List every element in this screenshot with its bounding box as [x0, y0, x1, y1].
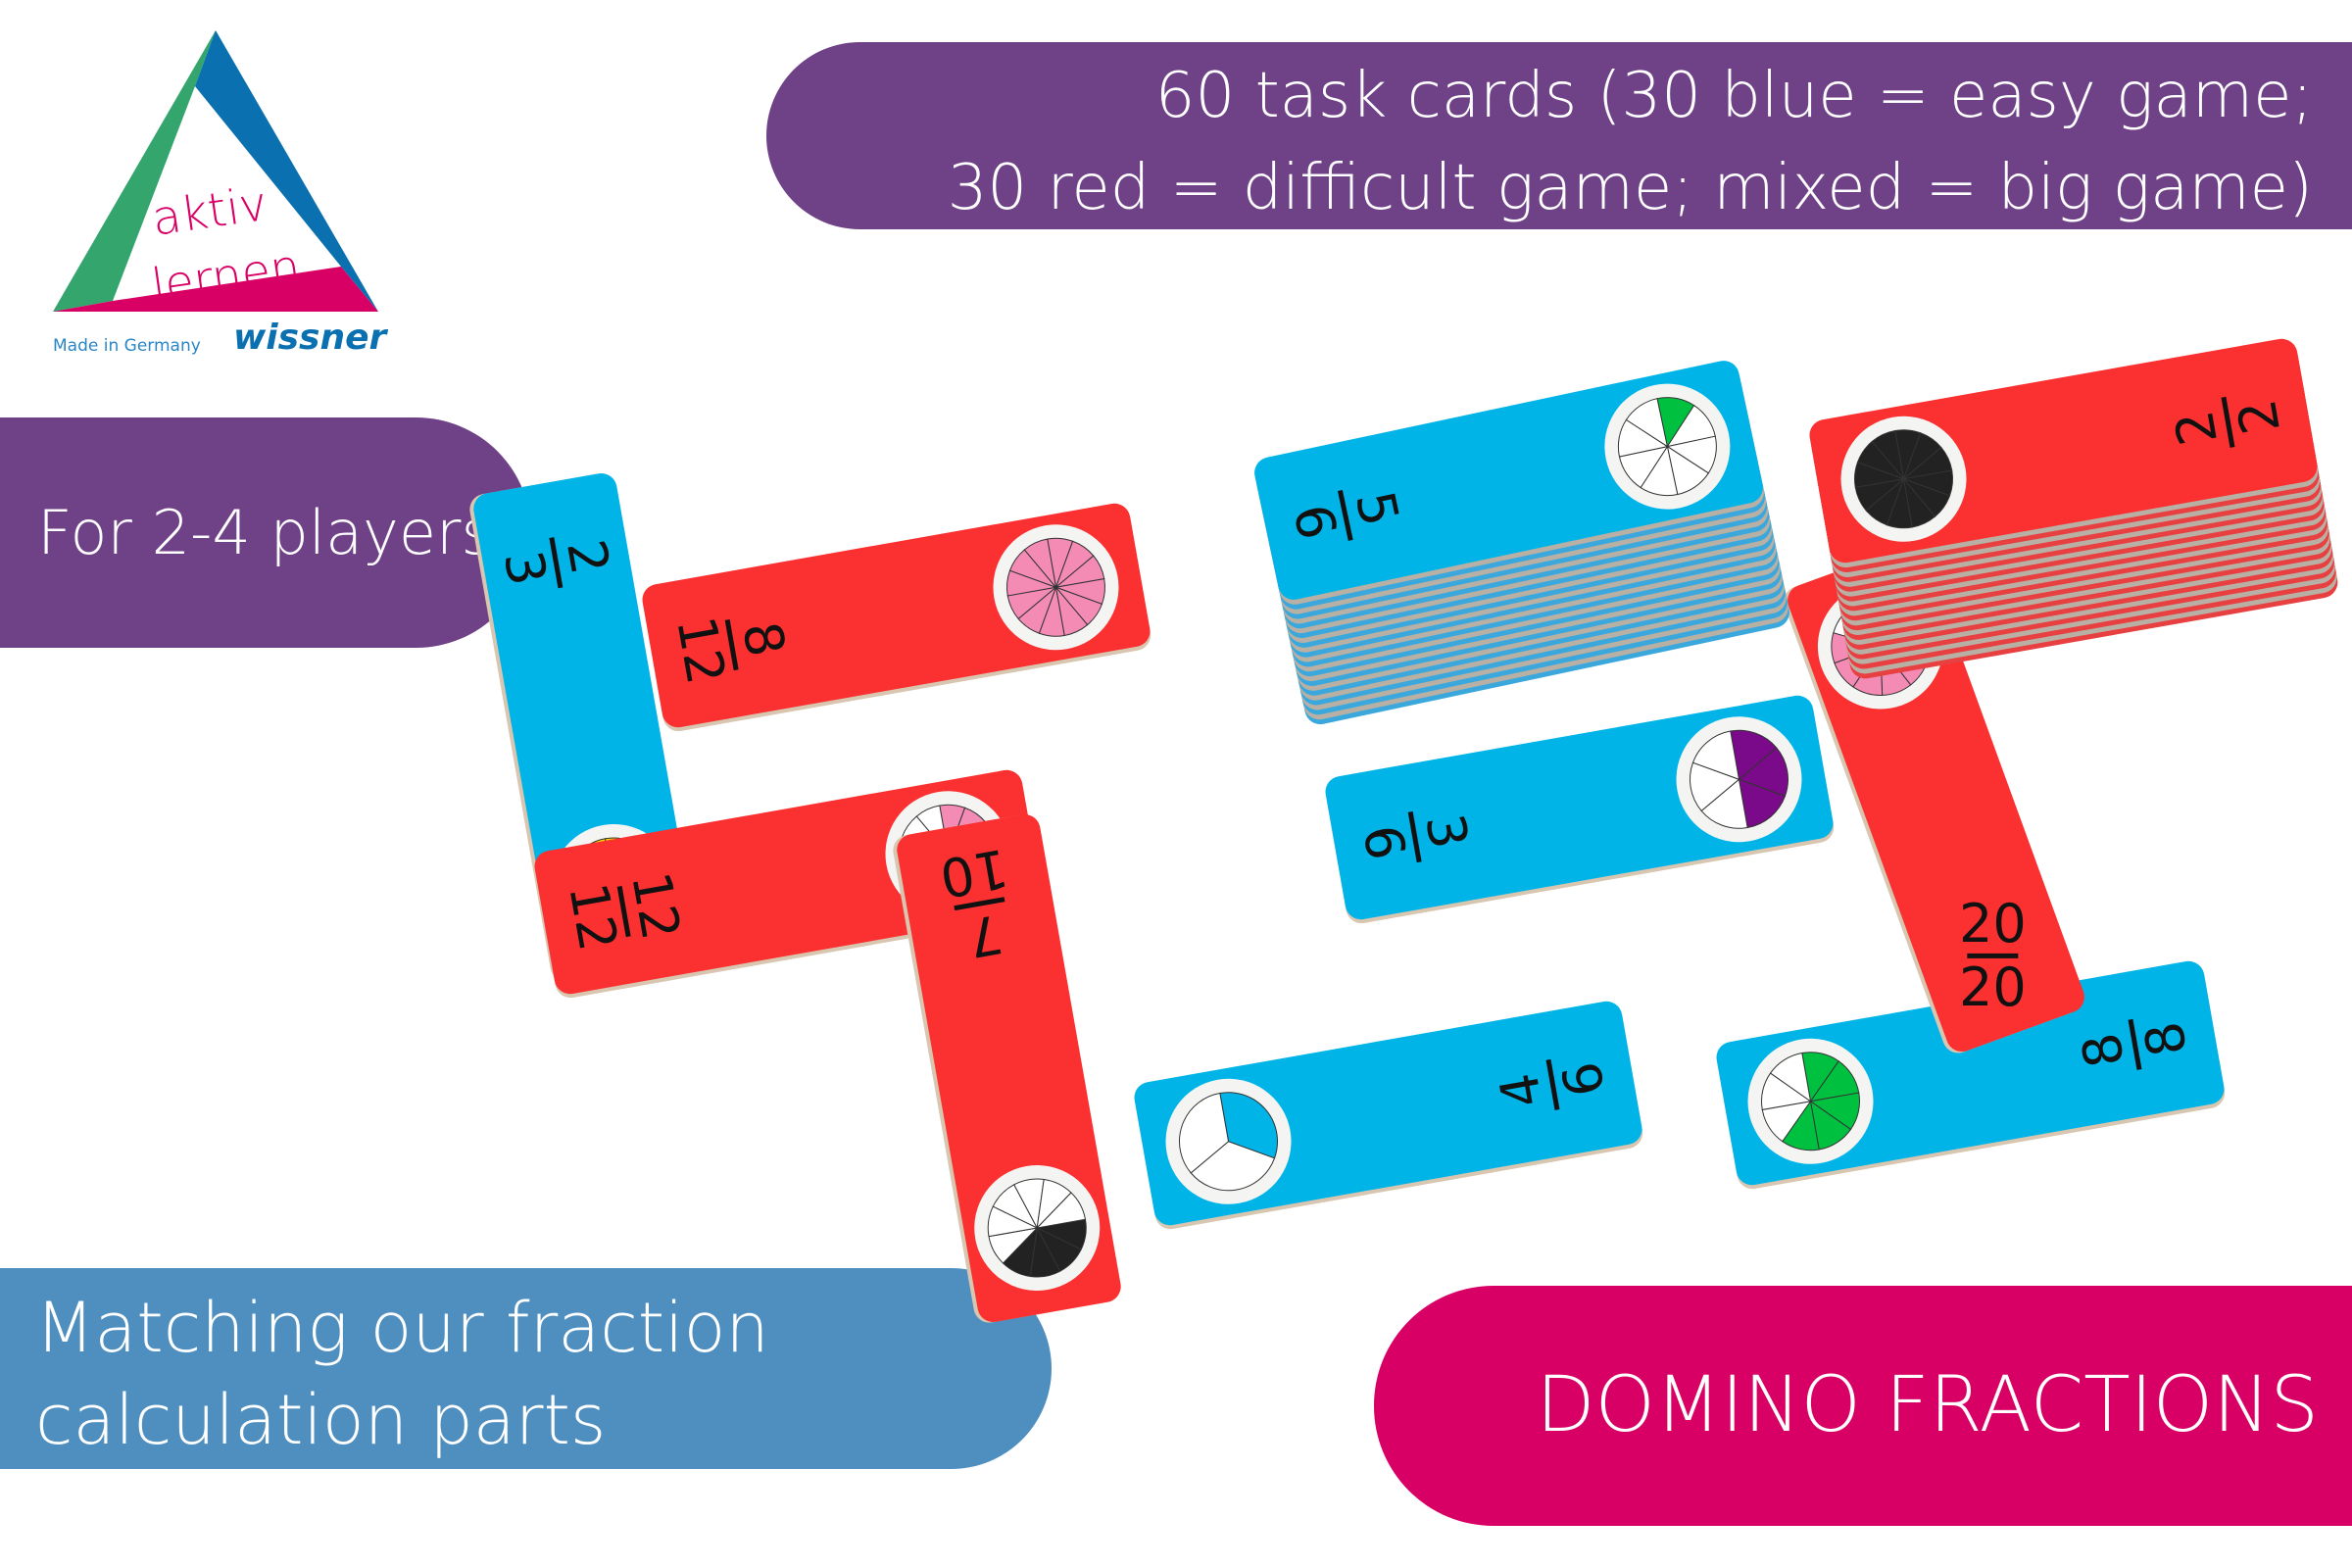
numerator: 5 [1343, 485, 1411, 531]
pie-slice-empty [1769, 1052, 1812, 1102]
numerator: 7 [963, 902, 1008, 969]
numerator: 8 [2069, 1027, 2136, 1072]
pie-slice-filled [1738, 778, 1787, 829]
logo-triangle-icon: aktiv lernen Made in Germany wissner [53, 30, 388, 358]
pie-slice-empty [1879, 605, 1928, 648]
fraction-pie-icon [1817, 583, 1943, 710]
fraction-pie-icon [1676, 716, 1802, 843]
numerator: 2 [2162, 405, 2230, 450]
denominator: 6 [1549, 1056, 1617, 1102]
product-title-banner: DOMINO FRACTIONS [1374, 1286, 2352, 1526]
matching-banner: Matching our fraction calculation parts … [0, 1268, 1052, 1552]
task-cards-banner: 60 task cards (30 blue = easy game; 30 r… [766, 42, 2352, 229]
fraction-pie-icon [993, 524, 1119, 651]
numerator: 2 [555, 534, 622, 579]
fraction-pie-icon [1604, 383, 1731, 510]
denominator: 12 [664, 611, 738, 689]
pie-slice-empty [1035, 1192, 1087, 1229]
task-cards-line2: 30 red = difficult game; mixed = big gam… [947, 152, 2313, 224]
fraction-pie-icon [1165, 1078, 1292, 1204]
logo-text-aktiv: aktiv [149, 176, 270, 247]
pie-slice-empty [1691, 730, 1740, 781]
pie-slice-filled [1219, 1092, 1279, 1159]
numerator: 20 [1959, 892, 2028, 955]
matching-line1: Matching our fraction [35, 1288, 769, 1368]
fraction-pie-icon [1840, 416, 1967, 542]
logo-maker: wissner [233, 318, 388, 358]
denominator: 10 [936, 836, 1013, 909]
fraction-pie-icon [974, 1164, 1101, 1291]
players-banner: For 2-4 players [0, 417, 531, 648]
numerator: 3 [1413, 808, 1481, 854]
pie-slice-empty [1700, 778, 1748, 829]
numerator: 4 [1487, 1067, 1554, 1112]
pie-slice-filled [1738, 747, 1788, 798]
pie-slice-filled [1871, 429, 1905, 481]
denominator: 6 [1350, 819, 1418, 864]
denominator: 20 [1959, 956, 2028, 1018]
task-cards-line1: 60 task cards (30 blue = easy game; [1154, 60, 2313, 132]
denominator: 8 [2132, 1016, 2199, 1061]
numerator: 12 [619, 866, 693, 945]
fraction-pie-icon [1747, 1038, 1874, 1164]
numerator: 8 [730, 616, 798, 662]
logo-made-in: Made in Germany [53, 336, 201, 356]
pie-slice-empty [1190, 1141, 1276, 1192]
denominator: 6 [1281, 498, 1348, 545]
pie-slice-filled [1023, 538, 1057, 590]
matching-line2: calculation parts 120,122,000 [35, 1380, 607, 1552]
pie-slice-empty [1179, 1092, 1230, 1174]
denominator: 3 [492, 546, 560, 591]
aktiv-lernen-logo: aktiv lernen Made in Germany wissner [0, 0, 412, 372]
denominator: 12 [557, 877, 630, 956]
pie-slice-empty [1625, 398, 1669, 448]
denominator: 2 [2225, 394, 2292, 439]
pie-slice-filled [1730, 729, 1778, 781]
pie-slice-empty [1689, 761, 1740, 812]
